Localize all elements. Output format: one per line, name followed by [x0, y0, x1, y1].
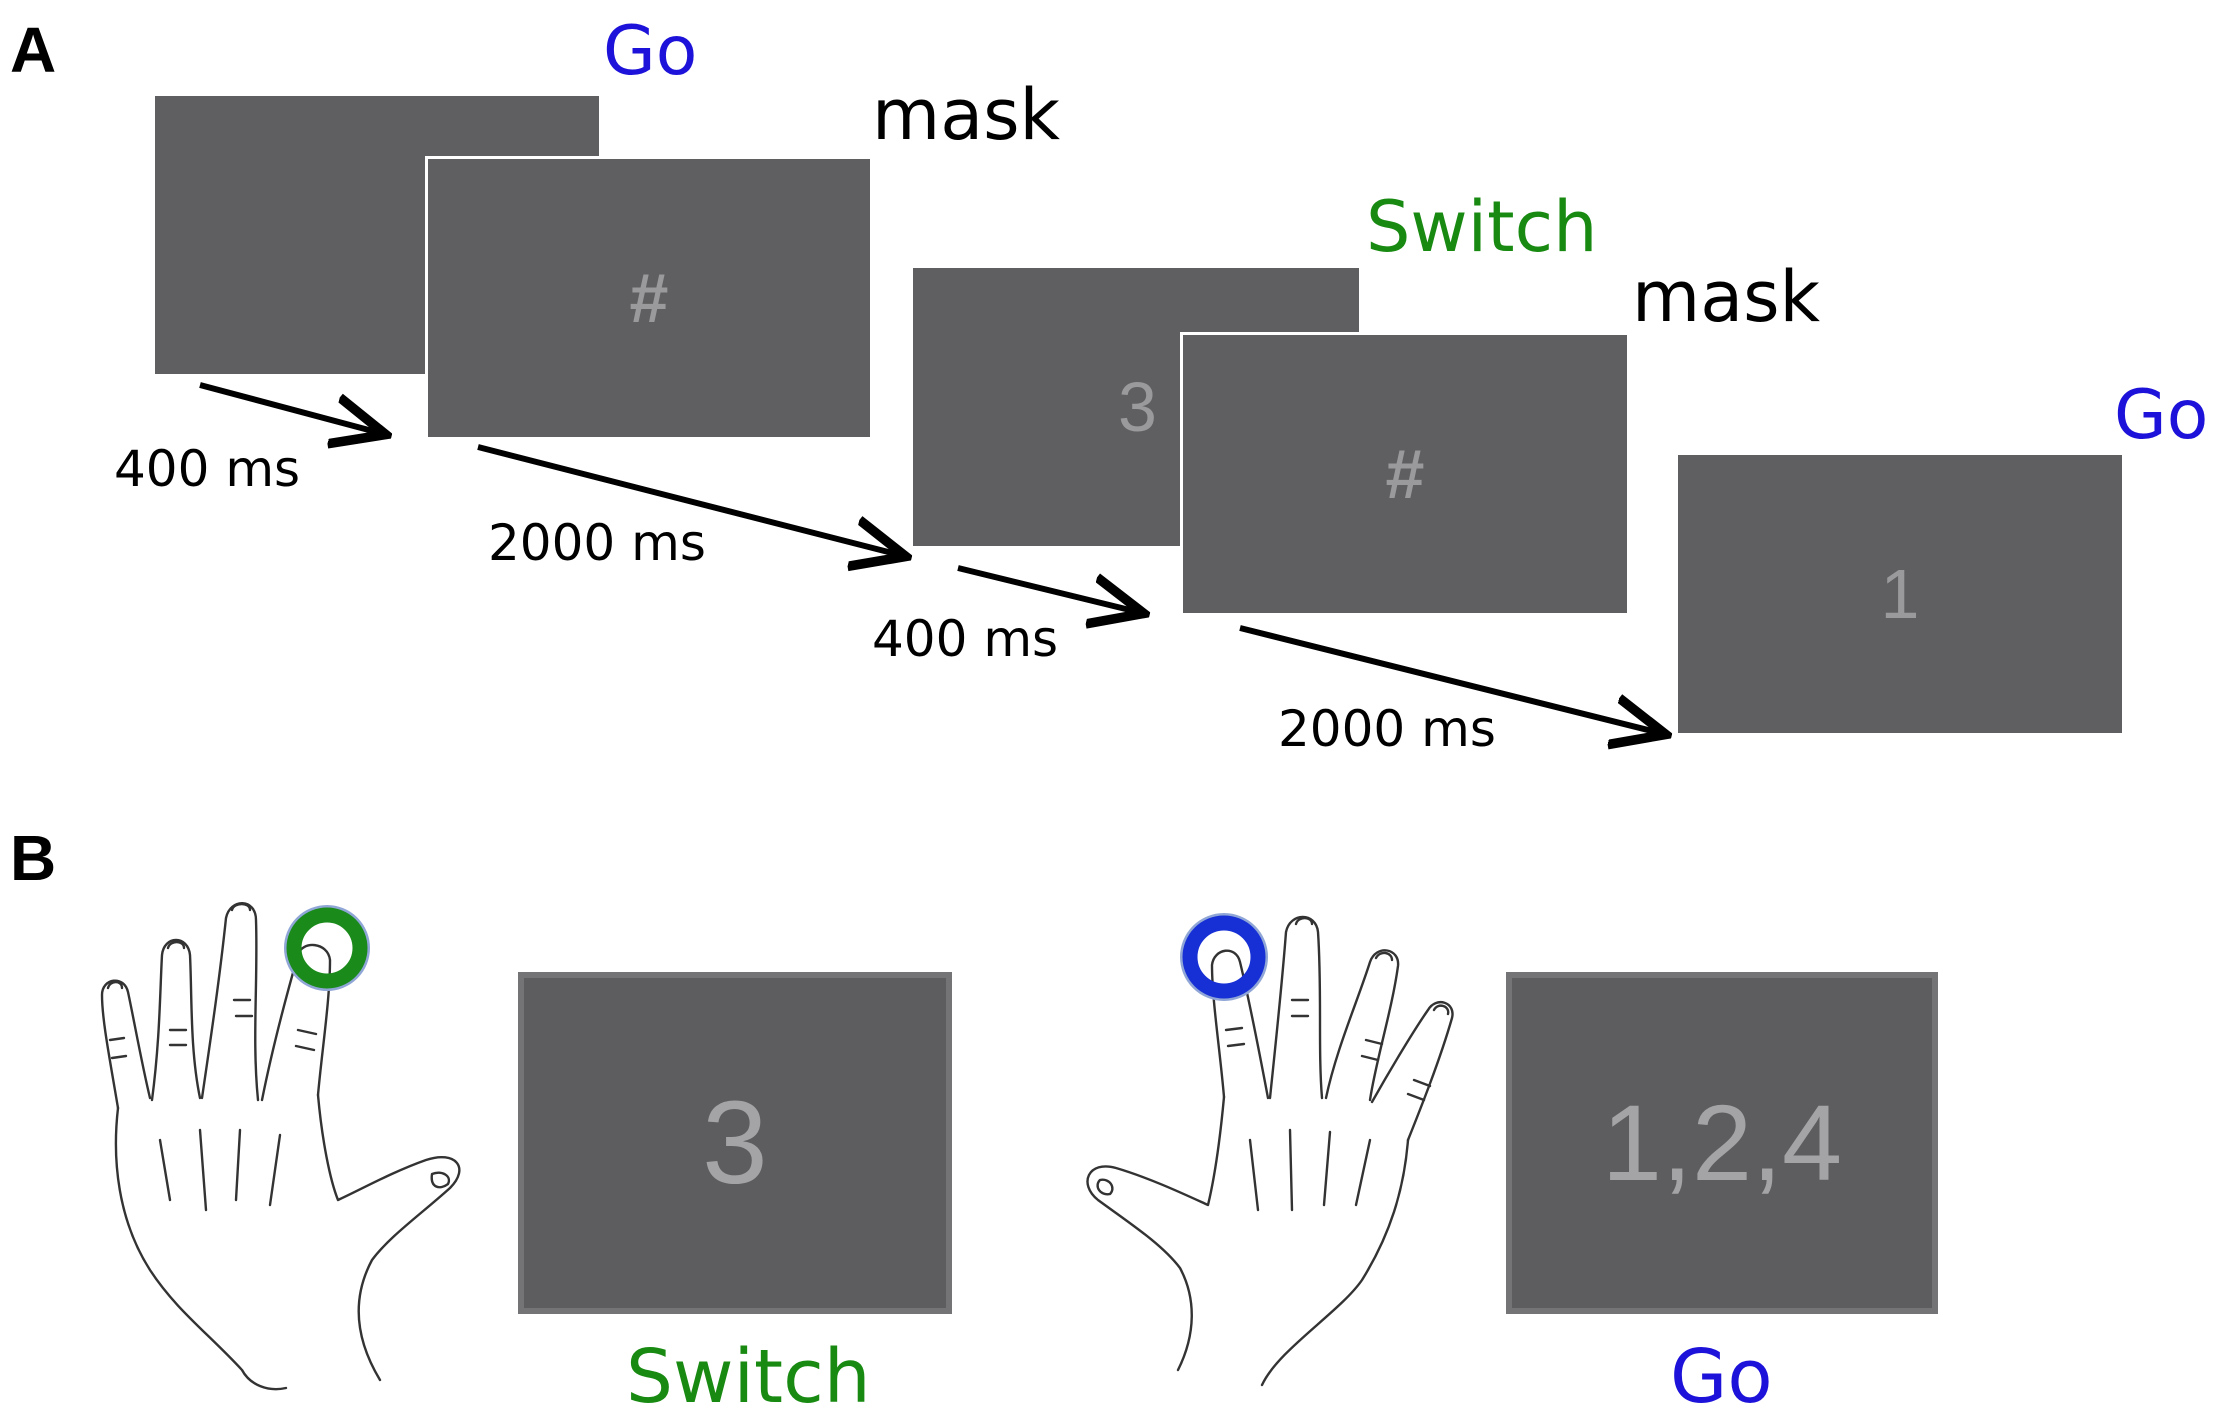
- mask-symbol: #: [629, 259, 669, 337]
- timing-label: 400 ms: [114, 440, 301, 498]
- mask-symbol: #: [1385, 435, 1425, 513]
- mask-screen: #: [1180, 332, 1630, 616]
- go-cue-label: Go: [2114, 376, 2209, 455]
- response-stimulus: 3: [702, 1077, 768, 1209]
- switch-cue-label: Switch: [1366, 186, 1598, 268]
- mask-label: mask: [872, 74, 1061, 156]
- panel-b-letter: B: [10, 822, 57, 894]
- go-cue-label: Go: [603, 12, 698, 91]
- timing-label: 2000 ms: [488, 514, 706, 572]
- stimulus-digit: 1: [1880, 555, 1920, 633]
- switch-condition-label: Switch: [626, 1334, 871, 1415]
- switch-finger-ring: [284, 905, 370, 991]
- response-screen-go: 1,2,4: [1506, 972, 1938, 1314]
- response-stimulus: 1,2,4: [1601, 1082, 1843, 1203]
- panel-a-letter: A: [10, 14, 57, 86]
- timing-label: 400 ms: [872, 610, 1059, 668]
- timing-label: 2000 ms: [1278, 700, 1496, 758]
- arrow-400ms-1: [199, 382, 380, 433]
- go-finger-ring: [1180, 913, 1268, 1001]
- arrow-400ms-2: [957, 565, 1138, 612]
- stimulus-digit: 3: [1118, 368, 1157, 446]
- response-screen-switch: 3: [518, 972, 952, 1314]
- mask-label: mask: [1632, 256, 1821, 338]
- mask-screen: #: [425, 156, 873, 440]
- go-condition-label: Go: [1670, 1334, 1773, 1415]
- stimulus-screen-1: 1: [1678, 455, 2122, 733]
